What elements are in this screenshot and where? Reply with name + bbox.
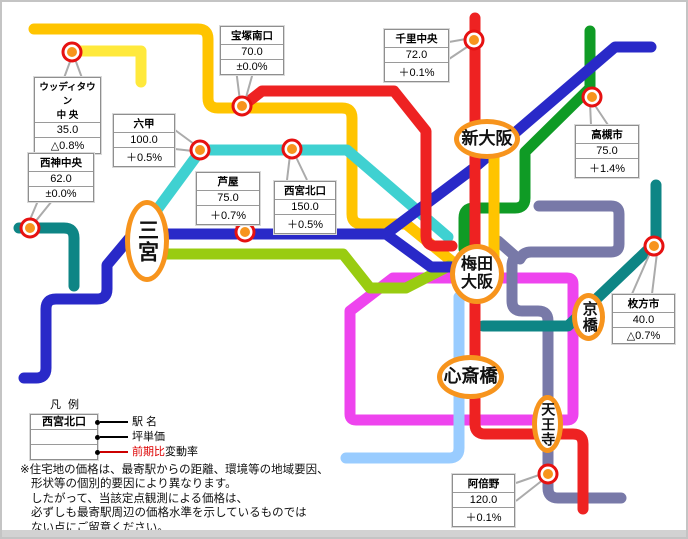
station-price: 100.0 xyxy=(130,134,158,146)
legend-sample-station: 西宮北口 xyxy=(42,416,86,428)
station-box-rokko: 六甲 100.0 ＋0.5% xyxy=(113,114,175,167)
station-box-ashiya: 芦屋 75.0 ＋0.7% xyxy=(196,172,260,225)
line-blue xyxy=(18,41,657,384)
hub-shin-osaka-label: 新大阪 xyxy=(461,128,513,148)
station-change: ＋0.5% xyxy=(275,214,335,233)
station-box-takatsuki: 高槻市 75.0 ＋1.4% xyxy=(575,125,639,178)
hub-umeda-osaka[interactable]: 梅田大阪 xyxy=(450,244,504,304)
station-change: △0.7% xyxy=(613,327,674,343)
station-marker-rokko[interactable] xyxy=(189,139,211,161)
station-box-woodytown: ウッディタウン中 央 35.0 △0.8% xyxy=(34,77,101,154)
footnote-line: したがって、当該定点観測による価格は、 xyxy=(31,492,249,505)
legend-connector xyxy=(100,436,128,438)
hub-shinsaibashi[interactable]: 心斎橋 xyxy=(437,355,504,399)
station-marker-takarazuka[interactable] xyxy=(231,95,253,117)
station-price: 72.0 xyxy=(405,49,428,61)
line-slate-main xyxy=(492,235,627,504)
legend-row-unit-price: 坪単価 xyxy=(95,430,198,444)
station-box-senri: 千里中央 72.0 ＋0.1% xyxy=(384,29,449,82)
hub-shinsaibashi-label: 心斎橋 xyxy=(443,366,498,387)
leader-hirakata xyxy=(631,252,658,295)
hub-umeda-osaka-label: 梅田大阪 xyxy=(460,256,493,291)
station-price: 35.0 xyxy=(56,124,79,136)
station-change: ＋0.5% xyxy=(114,147,174,166)
station-change: ＋0.1% xyxy=(453,507,514,526)
legend-row-station-name: 駅 名 xyxy=(95,415,198,429)
legend: 凡 例 西宮北口 駅 名 坪単価 xyxy=(30,396,198,460)
hub-kyobashi[interactable]: 京橋 xyxy=(572,293,605,341)
legend-bullet-icon xyxy=(95,419,100,425)
station-name: 枚方市 xyxy=(613,295,674,313)
legend-row-change-rate: 前期比変動率 xyxy=(95,445,198,459)
station-change: ±0.0% xyxy=(221,59,283,74)
footnote: ※住宅地の価格は、最寄駅からの距離、環境等の地域要因、 形状等の個別的要因により… xyxy=(20,463,329,535)
station-box-takarazuka: 宝塚南口 70.0 ±0.0% xyxy=(220,26,284,75)
footnote-line: 必ずしも最寄駅周辺の価格水準を示しているものでは xyxy=(31,507,307,520)
line-teal-east xyxy=(477,179,662,332)
station-marker-ashiya[interactable] xyxy=(234,221,256,243)
station-name: 西宮北口 xyxy=(275,182,335,200)
line-teal-west xyxy=(13,222,80,292)
legend-connector xyxy=(100,421,128,423)
station-change: ＋0.7% xyxy=(197,205,259,224)
station-marker-woodytown[interactable] xyxy=(61,41,83,63)
station-price: 70.0 xyxy=(241,46,263,58)
hub-tennoji[interactable]: 天王寺 xyxy=(532,395,563,453)
station-name: 六甲 xyxy=(114,115,174,133)
station-price: 75.0 xyxy=(596,145,618,157)
station-box-hirakata: 枚方市 40.0 △0.7% xyxy=(612,294,675,344)
line-lime xyxy=(159,248,455,294)
station-price: 40.0 xyxy=(632,314,655,326)
station-name: 千里中央 xyxy=(385,30,448,48)
station-name: 阿倍野 xyxy=(453,475,514,493)
legend-connector xyxy=(100,451,128,453)
line-magenta-loop xyxy=(344,272,579,426)
footnote-line: ※住宅地の価格は、最寄駅からの距離、環境等の地域要因、 xyxy=(20,464,329,476)
station-name: 芦屋 xyxy=(197,173,259,191)
station-marker-hirakata[interactable] xyxy=(643,235,665,257)
legend-sample-price-row xyxy=(31,429,97,444)
station-name: 宝塚南口 xyxy=(221,27,283,45)
hub-tennoji-label: 天王寺 xyxy=(540,401,557,447)
station-marker-seishin[interactable] xyxy=(19,217,41,239)
station-change: ±0.0% xyxy=(29,186,93,201)
legend-bullet-icon xyxy=(95,434,100,440)
station-marker-nishinomiya[interactable] xyxy=(281,138,303,160)
hub-sannomiya-label: 三宮 xyxy=(135,219,159,263)
hub-kyobashi-label: 京橋 xyxy=(580,301,598,333)
station-name: ウッディタウン中 央 xyxy=(35,78,100,123)
station-price: 62.0 xyxy=(50,173,72,185)
line-sky-blue xyxy=(340,291,465,464)
station-marker-senri[interactable] xyxy=(463,29,485,51)
station-box-nishinomiya: 西宮北口 150.0 ＋0.5% xyxy=(274,181,336,234)
line-red-takarazuka xyxy=(238,85,458,252)
station-name: 高槻市 xyxy=(576,126,638,144)
station-marker-abeno[interactable] xyxy=(537,463,559,485)
station-change: △0.8% xyxy=(35,137,100,153)
station-change: ＋1.4% xyxy=(576,158,638,177)
line-gold xyxy=(28,23,460,269)
legend-sample-change-row xyxy=(31,444,97,459)
hub-sannomiya[interactable]: 三宮 xyxy=(125,200,169,282)
bottom-frame-band xyxy=(2,530,686,537)
station-change: ＋0.1% xyxy=(385,62,448,81)
legend-bullet-icon xyxy=(95,449,100,455)
line-green xyxy=(458,25,596,255)
station-marker-takatsuki[interactable] xyxy=(581,86,603,108)
footnote-line: 形状等の個別的要因により異なります。 xyxy=(31,478,237,491)
hub-shin-osaka[interactable]: 新大阪 xyxy=(454,119,520,159)
line-cyan xyxy=(142,144,454,243)
station-price: 120.0 xyxy=(469,494,498,506)
station-name: 西神中央 xyxy=(29,154,93,172)
station-box-abeno: 阿倍野 120.0 ＋0.1% xyxy=(452,474,515,527)
station-price: 150.0 xyxy=(291,201,319,213)
legend-sample-box: 西宮北口 xyxy=(30,414,98,460)
station-price: 75.0 xyxy=(217,192,239,204)
line-red-main xyxy=(469,12,589,515)
legend-title: 凡 例 xyxy=(50,399,82,411)
station-box-seishin: 西神中央 62.0 ±0.0% xyxy=(28,153,94,202)
line-slate-branch xyxy=(514,200,625,265)
line-blue-umeda-spur xyxy=(380,228,460,273)
